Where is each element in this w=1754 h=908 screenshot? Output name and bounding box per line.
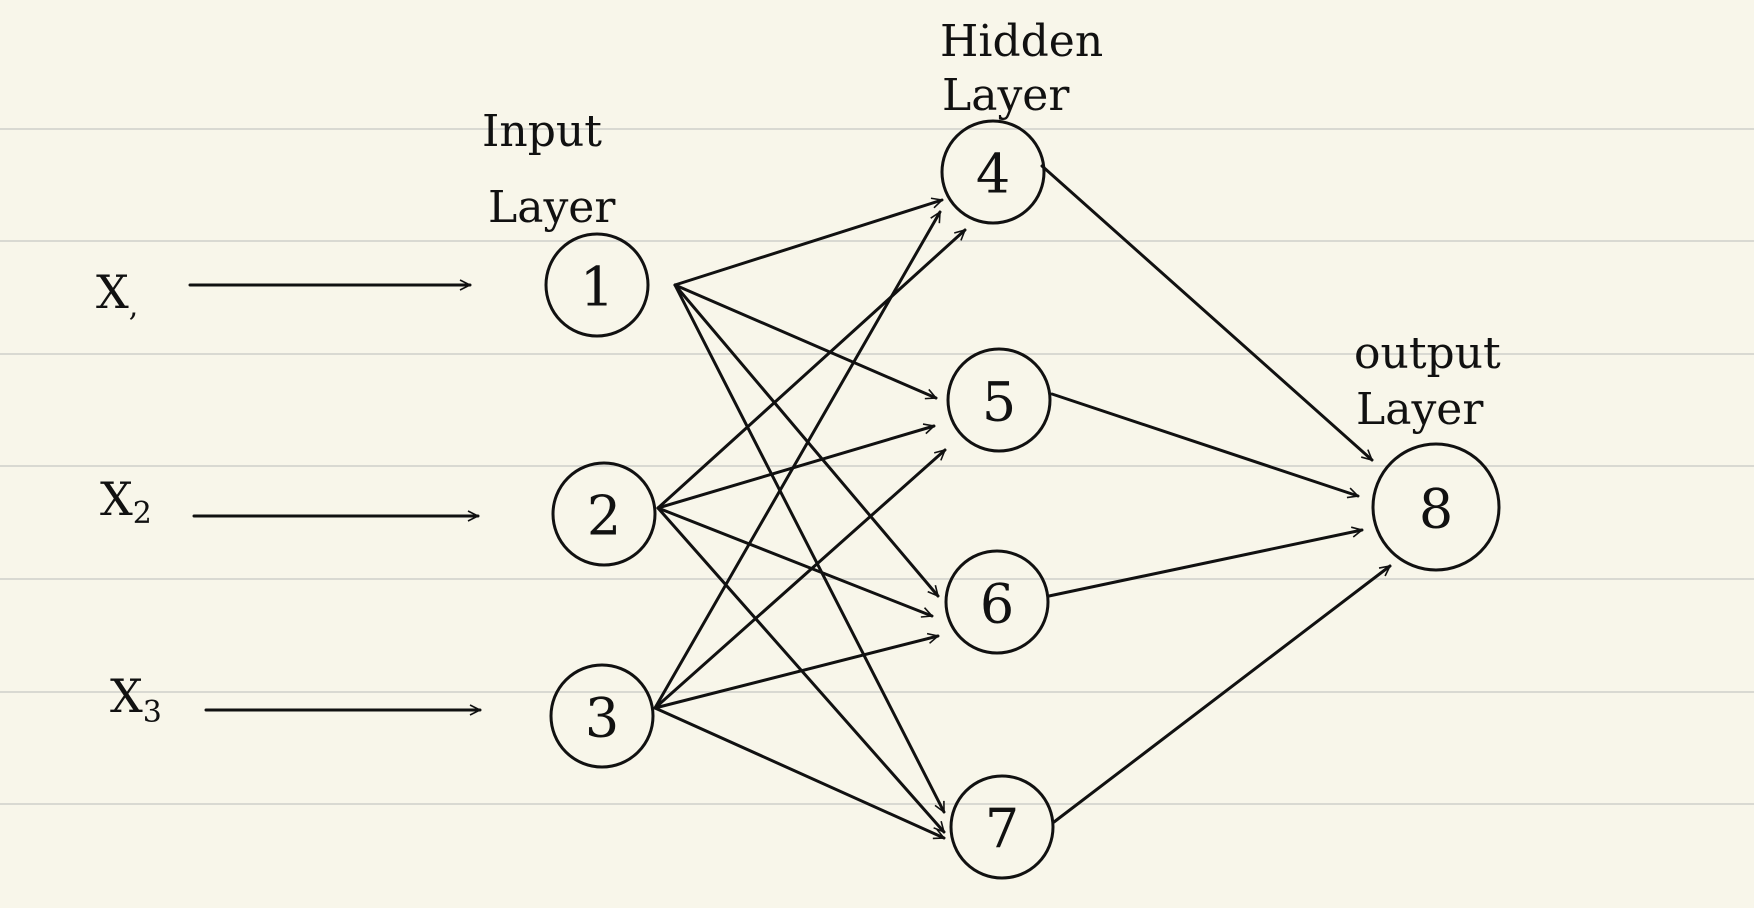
edge-3-5: [653, 448, 947, 710]
input-arrows: [188, 285, 482, 710]
node-6: 6: [944, 549, 1050, 655]
node-3: 3: [549, 663, 655, 769]
input-x3-label: X3: [110, 669, 162, 730]
edge-7-8: [1052, 564, 1392, 824]
node-8-label: 8: [1419, 478, 1453, 541]
edge-1-7: [673, 283, 946, 812]
edge-1-6: [673, 283, 940, 598]
edge-4-8: [1040, 164, 1374, 462]
edge-3-4: [653, 212, 942, 710]
edge-2-4: [656, 228, 967, 510]
node-5-label: 5: [982, 371, 1016, 434]
edge-2-6: [656, 506, 932, 616]
node-2-label: 2: [587, 485, 621, 548]
output-layer-label: output Layer: [1354, 328, 1515, 435]
edge-1-4: [673, 200, 942, 287]
node-4: 4: [940, 119, 1046, 225]
edge-3-6: [653, 636, 938, 710]
node-3-label: 3: [585, 687, 619, 750]
hidden-layer-label: Hidden Layer: [940, 16, 1117, 121]
ruled-lines: [0, 128, 1754, 805]
input-x1-label: X,: [96, 265, 138, 324]
edge-5-8: [1050, 392, 1358, 496]
input-hidden-edges: [653, 200, 967, 840]
node-1-label: 1: [580, 256, 614, 319]
node-7: 7: [949, 774, 1055, 880]
input-x2-label: X2: [100, 472, 152, 531]
node-4-label: 4: [976, 143, 1010, 206]
input-layer-label: Input Layer: [482, 106, 616, 233]
node-8: 8: [1371, 442, 1501, 572]
hidden-output-edges: [1040, 164, 1392, 824]
node-5: 5: [946, 347, 1052, 453]
edge-6-8: [1047, 530, 1362, 598]
node-2: 2: [551, 461, 657, 567]
edge-2-5: [656, 426, 934, 510]
edge-1-5: [673, 283, 936, 400]
node-7-label: 7: [985, 798, 1019, 861]
edge-3-7: [653, 706, 944, 840]
node-6-label: 6: [980, 573, 1014, 636]
node-1: 1: [544, 232, 650, 338]
